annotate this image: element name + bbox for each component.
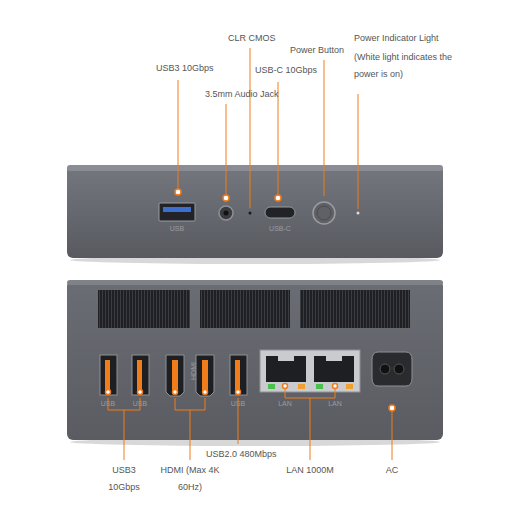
port-print: USB [226,400,250,408]
port-print: HDMI [190,356,198,386]
port-print: LAN [323,400,347,408]
callout-note: (White light indicates the power is on) [354,49,464,83]
callout-label: LAN 1000M [275,462,345,479]
callout-label: 3.5mm Audio Jack [205,86,295,103]
callout-label: AC [377,462,407,479]
port-print: LAN [273,400,297,408]
callout-label: USB-C 10Gbps [255,62,335,79]
port-print: USB [162,225,192,233]
callout-label: USB2.0 480Mbps [206,446,296,463]
callout-label: USB3 10Gbps [102,462,146,496]
port-print: USB [96,400,120,408]
callout-label: CLR CMOS [228,30,298,47]
port-print: USB [128,400,152,408]
callout-label: HDMI (Max 4K 60Hz) [159,462,221,496]
port-print: USB-C [262,225,298,233]
callout-label: USB3 10Gbps [156,60,236,77]
callout-label: Power Indicator Light [354,30,474,47]
